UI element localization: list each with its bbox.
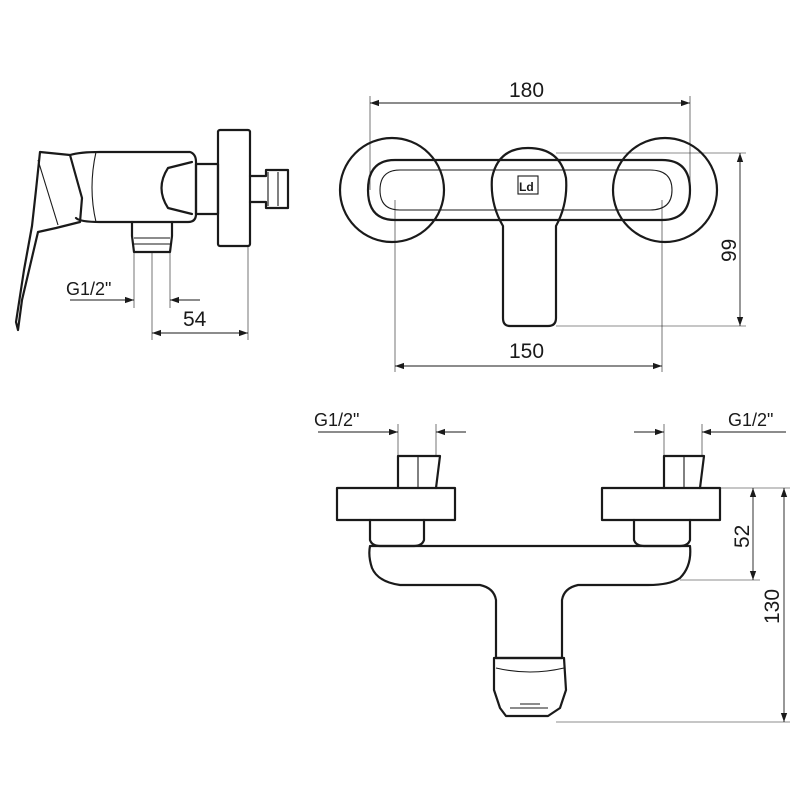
- front-rosette-right: [611, 136, 719, 244]
- axis-distance-label: 150: [509, 340, 544, 363]
- front-view: Ld 180 150 99: [338, 79, 746, 372]
- total-height-label: 130: [761, 589, 784, 624]
- front-lever: [490, 146, 568, 328]
- front-body-inner: [379, 169, 673, 211]
- side-thread-label: G1/2": [66, 279, 111, 299]
- side-view: G1/2" 54: [14, 128, 290, 340]
- side-body: [68, 150, 198, 224]
- side-connector: [194, 162, 220, 216]
- logo-box: [517, 175, 539, 195]
- top-view: G1/2" G1/2" 52 130: [314, 410, 790, 723]
- top-outlet: [492, 656, 568, 718]
- side-lever: [14, 150, 84, 332]
- side-thread-stub: [248, 168, 290, 210]
- side-rosette: [216, 128, 252, 248]
- height-front-label: 99: [718, 239, 741, 262]
- top-stub-left: [396, 454, 442, 490]
- top-rosette-right: [600, 486, 722, 522]
- top-outlet-ring: [495, 667, 565, 673]
- top-outlet-aerator: [510, 703, 548, 709]
- side-eccentric: [160, 160, 194, 216]
- top-nut-right: [632, 518, 692, 548]
- top-nut-left: [368, 518, 426, 548]
- side-depth-label: 54: [183, 308, 207, 331]
- logo-text: Ld: [519, 180, 534, 194]
- width-overall-label: 180: [509, 79, 544, 102]
- eccentric-height-label: 52: [731, 525, 754, 548]
- top-body: [368, 544, 692, 660]
- top-rosette-left: [335, 486, 457, 522]
- side-lever-edge: [37, 159, 59, 226]
- side-outlet-thread: [134, 237, 170, 245]
- side-outlet: [130, 220, 174, 254]
- top-thread-left-label: G1/2": [314, 410, 359, 430]
- side-stub-lines: [267, 172, 279, 206]
- side-body-curve: [91, 151, 97, 223]
- front-rosette-left: [338, 136, 446, 244]
- top-thread-right-label: G1/2": [728, 410, 773, 430]
